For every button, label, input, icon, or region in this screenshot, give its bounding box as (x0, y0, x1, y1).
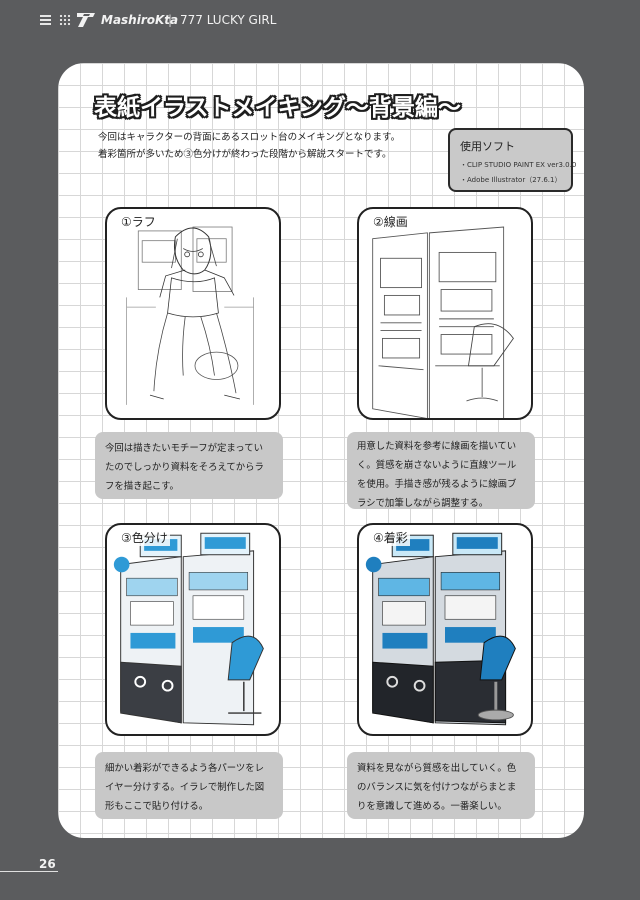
software-item: ・Adobe Illustrator（27.6.1） (460, 176, 562, 184)
desc-line: フを描き起こす。 (105, 481, 179, 492)
intro-line: 今回はキャラクターの背面にあるスロット台のメイキングとなります。 (98, 132, 401, 143)
step-lineart-frame: ②線画 (357, 207, 533, 420)
footer-rule (0, 871, 58, 872)
page-number: 26 (39, 857, 56, 871)
desc-line: のバランスに気を付けつながらまとま (357, 782, 517, 793)
desc-line: イヤー分けする。イラレで制作した図 (105, 782, 265, 793)
desc-line: 資料を見ながら質感を出していく。色 (357, 763, 517, 774)
desc-line: 形もここで貼り付ける。 (105, 801, 209, 812)
desc-line: 用意した資料を参考に線画を描いてい (357, 441, 517, 452)
desc-line: を使用。手描き感が残るように線画ブ (357, 479, 517, 490)
rough-sketch-illustration (126, 226, 254, 405)
lineart-illustration (372, 226, 514, 418)
top-bar: MashiroKta | 777 LUCKY GIRL (0, 0, 640, 44)
step-flats-frame: ③色分け (105, 523, 281, 736)
series-title[interactable]: 777 LUCKY GIRL (180, 13, 277, 27)
brand-name[interactable]: MashiroKta (101, 13, 179, 27)
intro-line: 着彩箇所が多いため③色分けが終わった段階から解説スタートです。 (98, 149, 392, 160)
desc-line: りを意識して進める。一番楽しい。 (357, 801, 507, 812)
software-item: ・CLIP STUDIO PAINT EX ver3.0.0 (460, 161, 577, 169)
page-title: 表紙イラストメイキング〜背景編〜 表紙イラストメイキング〜背景編〜 (94, 95, 461, 121)
step-label: ④着彩 (371, 529, 410, 546)
desc-line: く。質感を崩さないように直線ツール (357, 460, 517, 471)
step-label: ①ラフ (119, 213, 158, 230)
grid-dots-icon[interactable] (59, 14, 71, 26)
painting-illustration (365, 532, 516, 726)
desc-line: ラシで加筆しながら調整する。 (357, 498, 489, 509)
desc-line: 今回は描きたいモチーフが定まってい (105, 443, 263, 454)
logo-icon (77, 13, 95, 27)
desc-line: 細かい着彩ができるよう各パーツをレ (105, 763, 265, 774)
step-rough-frame: ①ラフ (105, 207, 281, 420)
header-separator: | (168, 13, 173, 27)
step-rough-desc: 今回は描きたいモチーフが定まってい たのでしっかり資料をそろえてからラ フを描き… (95, 432, 283, 499)
step-painting-desc: 資料を見ながら質感を出していく。色 のバランスに気を付けつながらまとま りを意識… (347, 752, 535, 819)
step-lineart-desc: 用意した資料を参考に線画を描いてい く。質感を崩さないように直線ツール を使用。… (347, 432, 535, 509)
menu-icon[interactable] (40, 15, 51, 25)
desc-line: たのでしっかり資料をそろえてからラ (105, 462, 264, 473)
step-label: ③色分け (119, 529, 170, 546)
software-title: 使用ソフト (460, 140, 515, 153)
step-painting-frame: ④着彩 (357, 523, 533, 736)
intro-text: 今回はキャラクターの背面にあるスロット台のメイキングとなります。 着彩箇所が多い… (98, 129, 428, 163)
flat-colors-illustration (113, 532, 264, 726)
page-panel: 表紙イラストメイキング〜背景編〜 表紙イラストメイキング〜背景編〜 今回はキャラ… (58, 63, 584, 838)
software-box: 使用ソフト ・CLIP STUDIO PAINT EX ver3.0.0 ・Ad… (448, 128, 577, 192)
step-label: ②線画 (371, 213, 410, 230)
step-flats-desc: 細かい着彩ができるよう各パーツをレ イヤー分けする。イラレで制作した図 形もここ… (95, 752, 283, 819)
